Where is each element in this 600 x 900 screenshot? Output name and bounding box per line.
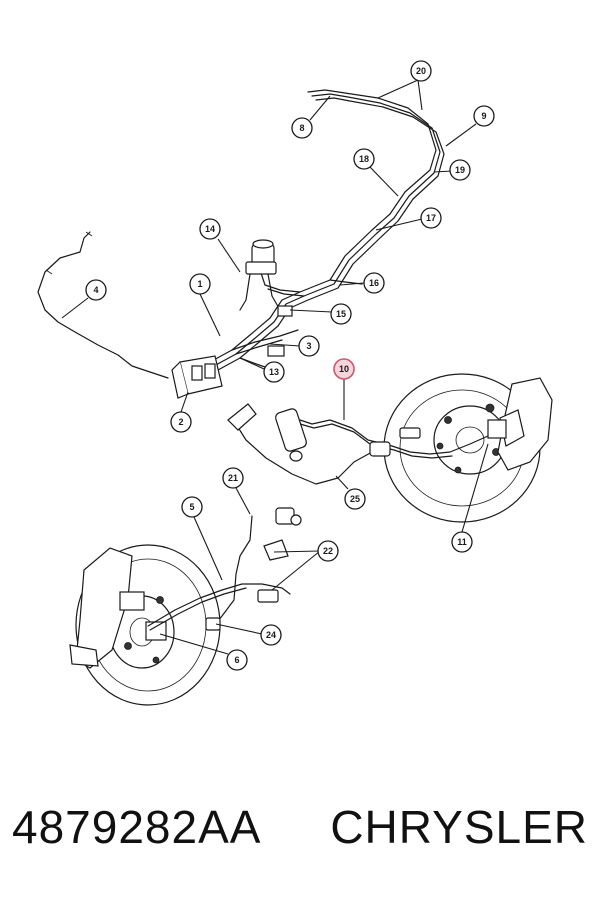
callout-17: 17 [420,207,442,229]
svg-text:11: 11 [457,537,467,547]
callout-25: 25 [344,488,366,510]
callout-16: 16 [363,272,385,294]
svg-text:13: 13 [269,367,279,377]
svg-text:16: 16 [369,278,379,288]
callout-11: 11 [451,531,473,553]
svg-text:15: 15 [336,309,346,319]
svg-text:8: 8 [299,123,304,133]
svg-text:24: 24 [266,630,276,640]
callout-3: 3 [298,335,320,357]
svg-text:2: 2 [178,417,183,427]
callout-21: 21 [222,467,244,489]
right-brake-hose [299,419,489,455]
callout-19: 19 [449,159,471,181]
brake-system-diagram: 1 2 3 4 5 6 8 9 10 11 13 14 15 16 17 18 … [37,60,553,706]
callout-20: 20 [410,60,432,82]
svg-text:19: 19 [455,165,465,175]
callout-9: 9 [473,105,495,127]
callout-22: 22 [317,540,339,562]
svg-text:1: 1 [197,279,202,289]
brake-line-bundle [194,89,445,381]
svg-text:10: 10 [339,364,349,374]
brand-name: CHRYSLER [330,801,588,853]
callout-8: 8 [291,117,313,139]
callout-24: 24 [260,624,282,646]
svg-text:21: 21 [228,473,238,483]
svg-text:5: 5 [189,502,194,512]
right-brake-caliper [487,377,553,471]
svg-text:20: 20 [416,66,426,76]
svg-text:18: 18 [359,154,369,164]
svg-text:9: 9 [481,111,486,121]
hydraulic-control-unit [171,355,223,399]
callout-10-highlighted: 10 [333,358,355,380]
callout-2: 2 [170,411,192,433]
callout-leaders [61,79,489,655]
svg-text:22: 22 [323,546,333,556]
left-brake-caliper [69,547,167,669]
master-cylinder [239,239,281,311]
callout-1: 1 [189,273,211,295]
rear-brake-hose [147,583,291,627]
left-brake-tube [37,231,169,379]
svg-text:3: 3 [306,341,311,351]
callout-14: 14 [199,218,221,240]
callout-15: 15 [330,303,352,325]
svg-text:25: 25 [350,494,360,504]
callout-13: 13 [263,361,285,383]
callout-5: 5 [181,496,203,518]
caption-bar: 4879282AA CHRYSLER [0,792,600,862]
part-number: 4879282AA [12,801,262,853]
callout-6: 6 [226,649,248,671]
svg-text:17: 17 [426,213,436,223]
svg-text:14: 14 [205,224,215,234]
line-clip [277,305,293,317]
callout-4: 4 [85,279,107,301]
callout-18: 18 [353,148,375,170]
svg-text:6: 6 [234,655,239,665]
svg-text:4: 4 [93,285,98,295]
